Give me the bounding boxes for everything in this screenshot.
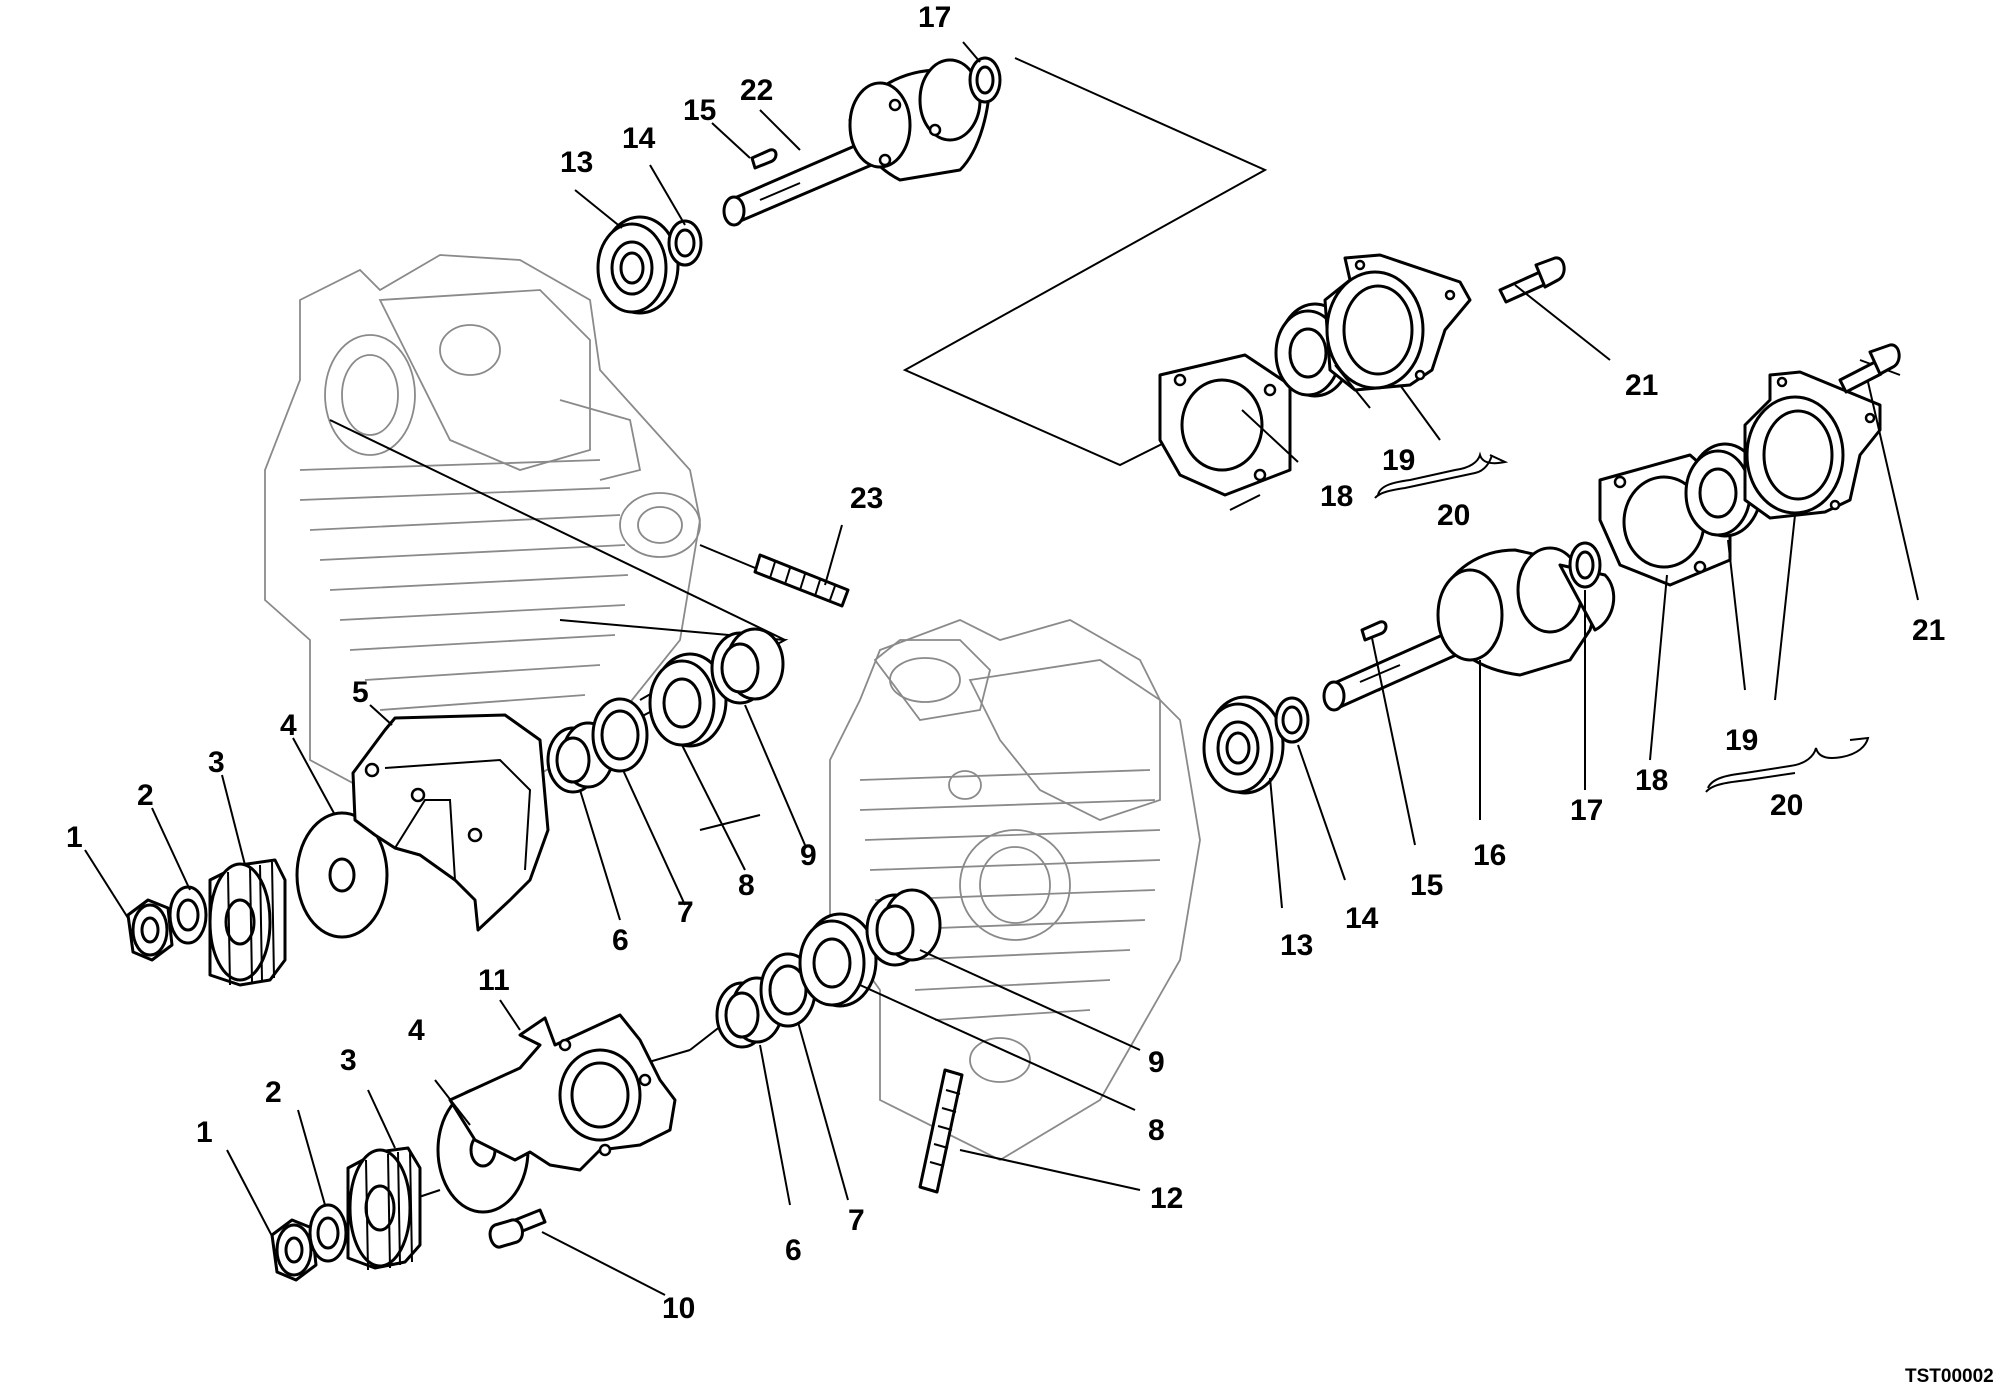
callout-15b: 15 [1410, 869, 1443, 902]
cover-bearing-19b [1684, 442, 1763, 538]
callout-13b: 13 [1280, 929, 1313, 962]
callout-1: 1 [66, 821, 83, 854]
cover-bolt-21b [1838, 343, 1901, 394]
callout-8b: 8 [1148, 1114, 1165, 1147]
callout-22: 22 [740, 74, 773, 107]
bracket-20b [1705, 736, 1870, 793]
cover-housing-20b [1743, 370, 1882, 520]
callout-20b: 20 [1770, 789, 1803, 822]
rear-cover-11 [448, 1013, 677, 1172]
callout-12: 12 [1150, 1182, 1183, 1215]
leader-lines [84, 41, 1919, 1296]
assembly-axes [239, 57, 1901, 1201]
callout-labels: 1 2 3 4 5 6 7 8 9 13 14 15 17 22 23 18 1… [66, 1, 1945, 1325]
nut-1b [270, 1218, 318, 1282]
callout-14b: 14 [1345, 902, 1379, 935]
bracket-20a [1374, 451, 1509, 499]
bushing-9b [865, 888, 942, 967]
callout-13: 13 [560, 146, 593, 179]
callout-4b: 4 [408, 1014, 425, 1047]
upper-circlip-17 [968, 56, 1002, 104]
callout-8: 8 [738, 869, 755, 902]
upper-bearing-13 [596, 215, 680, 315]
callout-16: 16 [1473, 839, 1506, 872]
callout-11: 11 [478, 964, 510, 997]
lower-key-15b [1360, 620, 1388, 642]
bearing-8b [798, 912, 878, 1008]
callout-7b: 7 [848, 1204, 865, 1237]
callout-21b: 21 [1912, 614, 1945, 647]
callout-18: 18 [1320, 480, 1353, 513]
callout-20: 20 [1437, 499, 1470, 532]
callout-2b: 2 [265, 1076, 282, 1109]
callout-19: 19 [1382, 444, 1415, 477]
callout-6b: 6 [785, 1234, 802, 1267]
rear-cylinder-head-outline [264, 254, 701, 832]
upper-camshaft [722, 58, 992, 227]
washer-2a [168, 885, 208, 945]
drawing-code: TST00002 [1905, 1366, 1994, 1387]
callout-1b: 1 [196, 1116, 213, 1149]
callout-18b: 18 [1635, 764, 1668, 797]
front-cylinder-head-outline [829, 619, 1201, 1162]
upper-key-15 [750, 148, 778, 170]
callout-19b: 19 [1725, 724, 1758, 757]
seal-7a [591, 697, 649, 773]
bolt-10 [488, 1208, 547, 1249]
callout-17b: 17 [1570, 794, 1603, 827]
callout-10: 10 [662, 1292, 695, 1325]
lower-camshaft-16 [1322, 546, 1616, 712]
pulley-3a [208, 858, 287, 987]
callout-9: 9 [800, 839, 817, 872]
lower-shim-14b [1274, 696, 1310, 744]
cover-housing-20a [1323, 253, 1472, 392]
callout-9b: 9 [1148, 1046, 1165, 1079]
spacer-4a [295, 811, 389, 939]
callout-4: 4 [280, 709, 297, 742]
callout-14: 14 [622, 122, 656, 155]
upper-shim-14 [667, 219, 703, 267]
lower-circlip-17b [1568, 541, 1602, 589]
lower-bearing-13b [1202, 695, 1285, 795]
stud-23 [753, 553, 850, 608]
bushing-9a [710, 627, 785, 705]
washer-2b [308, 1203, 348, 1263]
callout-21: 21 [1625, 369, 1658, 402]
callout-5: 5 [352, 676, 369, 709]
callout-3: 3 [208, 746, 225, 779]
cover-gasket-18a [1158, 353, 1292, 497]
pulley-3b [346, 1146, 422, 1271]
callout-7: 7 [677, 896, 694, 929]
callout-6: 6 [612, 924, 629, 957]
cover-bolt-21a [1498, 256, 1566, 304]
callout-2: 2 [137, 779, 154, 812]
callout-3b: 3 [340, 1044, 357, 1077]
nut-1a [126, 898, 174, 962]
callout-17: 17 [918, 1, 951, 34]
cover-5 [351, 713, 550, 932]
callout-23: 23 [850, 482, 883, 515]
stud-12 [918, 1068, 964, 1194]
callout-15: 15 [683, 94, 716, 127]
